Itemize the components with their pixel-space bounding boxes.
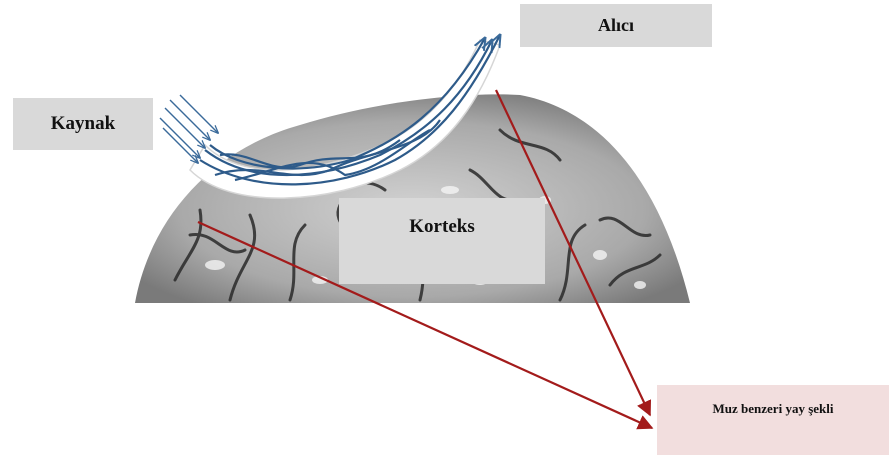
cortex-label: Korteks (339, 198, 545, 284)
banana-arc-label: Muz benzeri yay şekli (657, 385, 889, 455)
receiver-label: Alıcı (520, 4, 712, 47)
source-label: Kaynak (13, 98, 153, 150)
